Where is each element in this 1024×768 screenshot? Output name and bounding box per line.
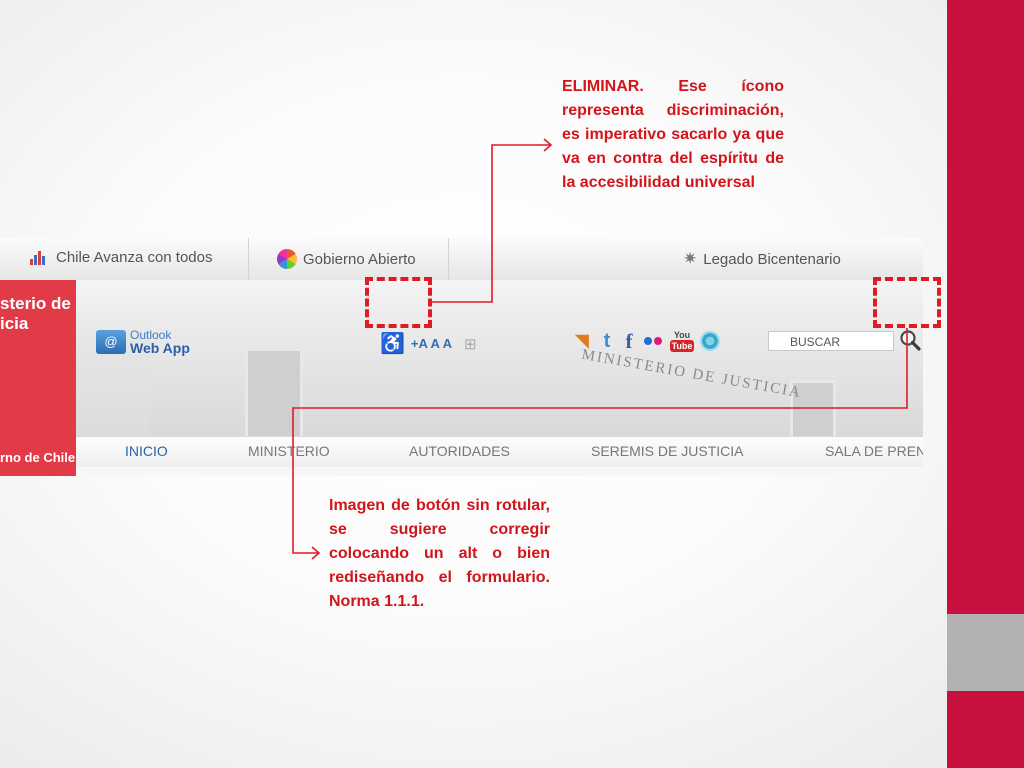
youtube-icon-bottom: Tube — [669, 340, 695, 352]
youtube-icon-top: You — [673, 330, 691, 340]
social-icons: ◥ t f You Tube — [572, 328, 720, 353]
annotation-note-search-button: Imagen de botón sin rotular, se sugiere … — [329, 497, 550, 610]
building-window — [245, 348, 303, 442]
nav-shadow — [76, 467, 923, 476]
flickr-icon[interactable] — [642, 331, 664, 351]
outlook-label-line2: Web App — [130, 340, 190, 356]
nav-item-ministerio[interactable]: MINISTERIO — [248, 443, 330, 459]
brand-title-line1: sterio de — [0, 294, 71, 313]
wheelchair-icon[interactable]: ♿ — [380, 333, 405, 355]
nav-item-autoridades[interactable]: AUTORIDADES — [409, 443, 510, 459]
spiral-icon[interactable] — [700, 331, 720, 351]
slide-side-bar-top — [947, 0, 1024, 614]
font-size-controls[interactable]: +A A A — [410, 336, 452, 351]
search-input[interactable]: BUSCAR — [768, 331, 894, 351]
brand-subtitle: rno de Chile — [0, 450, 76, 465]
connector-note-1-arrowhead — [543, 138, 553, 152]
gift-icon[interactable]: ⊞ — [463, 335, 477, 353]
website-top-links-bar: Chile Avanza con todos Gobierno Abierto … — [0, 238, 923, 281]
topbar-divider — [248, 238, 249, 280]
outlook-web-app-link[interactable]: @ Outlook Web App — [96, 329, 190, 355]
topbar-link-label: Gobierno Abierto — [303, 250, 416, 268]
youtube-icon[interactable]: You Tube — [669, 330, 695, 352]
accessibility-tools: ♿ +A A A ⊞ — [380, 331, 477, 356]
chile-avanza-icon — [30, 250, 50, 265]
legado-bicentenario-icon: ✷ — [683, 249, 698, 268]
nav-item-sala-de-prensa[interactable]: SALA DE PREN — [825, 443, 923, 459]
gobierno-abierto-icon — [277, 249, 297, 269]
topbar-link-legado-bicentenario[interactable]: ✷ Legado Bicentenario — [683, 249, 841, 269]
outlook-label-line1: Outlook — [130, 328, 172, 342]
website-header: MINISTERIO DE JUSTICIA @ Outlook Web App… — [0, 280, 923, 442]
nav-item-inicio[interactable]: INICIO — [125, 443, 168, 459]
search-button[interactable] — [895, 326, 923, 354]
search-button-highlight-box — [873, 277, 941, 328]
topbar-link-label: Chile Avanza con todos — [56, 249, 213, 266]
twitter-icon[interactable]: t — [603, 329, 611, 352]
slide-side-bar-bottom — [947, 691, 1024, 768]
website-screenshot: Chile Avanza con todos Gobierno Abierto … — [0, 238, 923, 476]
rss-icon[interactable]: ◥ — [575, 331, 589, 350]
wheelchair-highlight-box — [365, 277, 432, 328]
topbar-link-chile-avanza[interactable]: Chile Avanza con todos — [30, 249, 213, 266]
connector-note-2-arrowhead — [311, 546, 321, 560]
brand-title: sterio de icia — [0, 294, 71, 334]
topbar-divider — [448, 238, 449, 280]
brand-title-line2: icia — [0, 314, 29, 333]
topbar-link-label: Legado Bicentenario — [703, 250, 841, 268]
slide-side-bar-middle — [947, 614, 1024, 691]
building-inscription: MINISTERIO DE JUSTICIA — [580, 346, 803, 402]
topbar-link-gobierno-abierto[interactable]: Gobierno Abierto — [277, 249, 416, 269]
annotation-note-wheelchair: ELIMINAR. Ese ícono representa discrimin… — [562, 78, 784, 191]
outlook-icon: @ — [96, 330, 126, 354]
ministry-brand-block: sterio de icia rno de Chile — [0, 280, 76, 476]
facebook-icon[interactable]: f — [625, 328, 633, 353]
nav-item-seremis[interactable]: SEREMIS DE JUSTICIA — [591, 443, 744, 459]
search-icon — [900, 330, 921, 351]
